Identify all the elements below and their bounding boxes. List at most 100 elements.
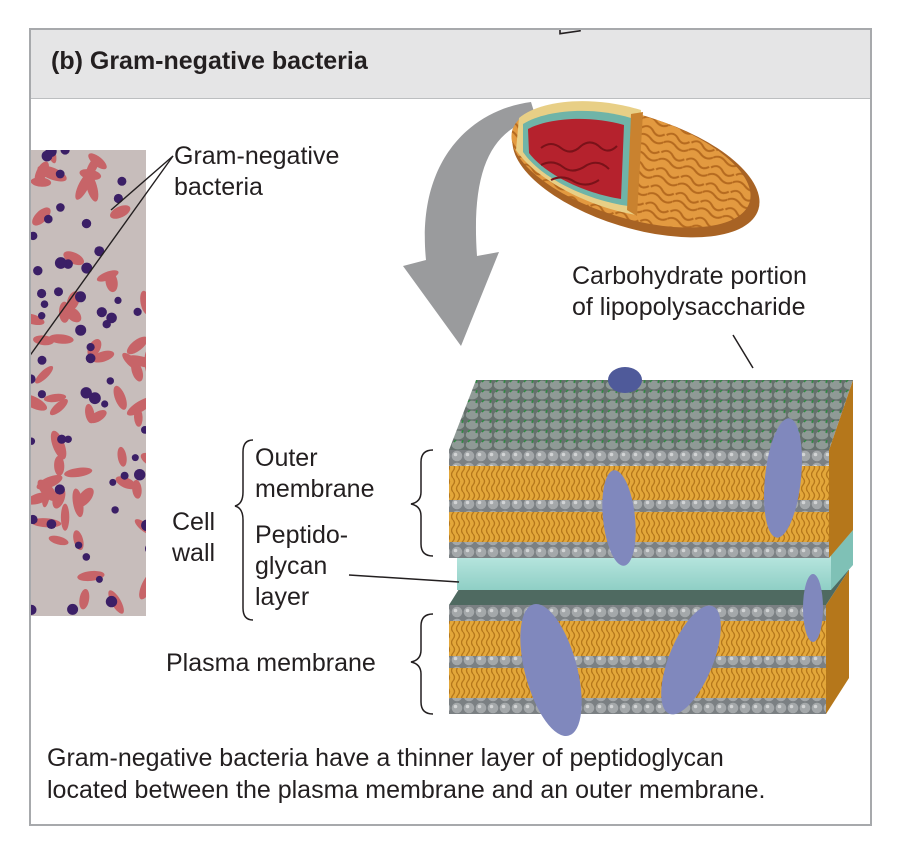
micrograph-coccus xyxy=(94,246,105,257)
micrograph-coccus xyxy=(37,390,46,399)
micrograph-coccus xyxy=(37,355,47,365)
plasma-membrane-label: Plasma membrane xyxy=(166,649,376,677)
micrograph-rod xyxy=(60,503,70,531)
micrograph-rod xyxy=(48,535,69,546)
micrograph-rod xyxy=(140,290,146,315)
micrograph-rod xyxy=(31,313,45,326)
micrograph-coccus xyxy=(141,519,146,532)
micrograph-image xyxy=(31,150,146,616)
micrograph-coccus xyxy=(31,374,36,384)
micrograph-coccus xyxy=(120,471,129,480)
gram-negative-label-line2: bacteria xyxy=(174,173,263,201)
peptidoglycan-label-line3: layer xyxy=(255,583,310,611)
micrograph-rod xyxy=(140,452,146,467)
micrograph-coccus xyxy=(105,595,118,608)
micrograph-rod xyxy=(31,177,52,187)
outer-membrane-label: Outer membrane xyxy=(255,443,375,505)
peptidoglycan-label-line2: glycan xyxy=(255,552,328,580)
micrograph-coccus xyxy=(106,377,115,385)
micrograph-rod xyxy=(133,407,143,427)
micrograph-coccus xyxy=(141,426,146,434)
micrograph-coccus xyxy=(57,434,67,444)
micrograph-coccus xyxy=(64,435,72,443)
micrograph-coccus xyxy=(31,437,36,445)
micrograph-coccus xyxy=(81,218,92,229)
micrograph-coccus xyxy=(75,324,87,336)
micrograph-coccus xyxy=(133,307,142,316)
gram-negative-label: Gram-negative bacteria xyxy=(174,141,339,203)
panel-title: (b) Gram-negative bacteria xyxy=(51,47,368,75)
micrograph-coccus xyxy=(96,307,107,318)
carbohydrate-label-line2: of lipopolysaccharide xyxy=(572,293,806,321)
micrograph-coccus xyxy=(117,176,127,186)
outer-membrane-label-line1: Outer xyxy=(255,444,318,472)
cell-wall-label-line2: wall xyxy=(172,539,216,567)
micrograph-coccus xyxy=(131,454,139,462)
micrograph-coccus xyxy=(81,262,93,274)
micrograph-rod xyxy=(32,207,51,226)
micrograph-rod xyxy=(117,446,127,467)
micrograph-coccus xyxy=(109,478,117,486)
micrograph-rod xyxy=(75,171,93,200)
micrograph-rod xyxy=(115,476,136,490)
micrograph-rod xyxy=(31,394,48,411)
micrograph-rod xyxy=(88,410,107,424)
micrograph-coccus xyxy=(31,604,37,615)
micrograph-coccus xyxy=(74,541,83,549)
micrograph-leader-lines xyxy=(31,155,174,356)
micrograph-coccus xyxy=(82,553,91,561)
micrograph-rod xyxy=(43,393,67,403)
figure-panel: (b) Gram-negative bacteria xyxy=(29,28,872,826)
micrograph-coccus xyxy=(37,288,47,299)
diagram-artwork xyxy=(31,30,853,737)
micrograph-coccus xyxy=(46,519,57,529)
micrograph-coccus xyxy=(114,296,122,304)
micrograph-coccus xyxy=(56,203,65,212)
micrograph-coccus xyxy=(106,312,117,324)
micrograph-coccus xyxy=(95,575,103,583)
micrograph-rod xyxy=(126,336,146,355)
micrograph-rod xyxy=(113,385,127,410)
figure-caption: Gram-negative bacteria have a thinner la… xyxy=(47,742,765,806)
micrograph-rod xyxy=(79,588,90,610)
micrograph-coccus xyxy=(86,343,95,352)
micrograph-rod xyxy=(126,396,146,416)
micrograph-rod xyxy=(49,399,68,416)
peptidoglycan-label: Peptido- glycan layer xyxy=(255,520,348,613)
micrograph-coccus xyxy=(80,387,92,399)
micrograph-coccus xyxy=(145,545,146,552)
cell-wall-label-line1: Cell xyxy=(172,508,216,536)
micrograph-coccus xyxy=(44,214,53,224)
micrograph-coccus xyxy=(31,514,38,525)
micrograph-rod xyxy=(50,430,67,460)
micrograph-rod xyxy=(72,488,84,518)
micrograph-coccus xyxy=(40,300,49,309)
micrograph-coccus xyxy=(67,603,79,615)
micrograph-rod xyxy=(110,205,131,219)
micrograph-coccus xyxy=(54,287,63,297)
micrograph-coccus xyxy=(60,150,70,155)
micrograph-rod xyxy=(85,155,100,178)
micrograph-rod xyxy=(37,479,57,502)
micrograph-coccus xyxy=(111,506,119,514)
micrograph-rod xyxy=(96,270,119,282)
micrograph-coccus xyxy=(54,257,67,269)
micrograph-coccus xyxy=(75,291,86,303)
outer-membrane-label-line2: membrane xyxy=(255,475,375,503)
carbohydrate-label-line1: Carbohydrate portion xyxy=(572,262,807,290)
carbohydrate-label: Carbohydrate portion of lipopolysacchari… xyxy=(572,261,807,323)
micrograph-coccus xyxy=(55,169,65,179)
micrograph-coccus xyxy=(38,312,46,320)
panel-header: (b) Gram-negative bacteria xyxy=(31,30,870,99)
caption-line1: Gram-negative bacteria have a thinner la… xyxy=(47,744,724,772)
gram-negative-label-line1: Gram-negative xyxy=(174,142,340,170)
peptidoglycan-label-line1: Peptido- xyxy=(255,521,349,549)
micrograph-rod xyxy=(127,355,146,368)
micrograph-coccus xyxy=(89,392,101,405)
curved-arrow-icon xyxy=(403,102,536,346)
membrane-block-illustration xyxy=(449,367,853,737)
micrograph-coccus xyxy=(134,469,146,481)
micrograph-coccus xyxy=(113,193,123,204)
micrograph-rod xyxy=(64,467,93,478)
label-brackets xyxy=(234,334,754,715)
